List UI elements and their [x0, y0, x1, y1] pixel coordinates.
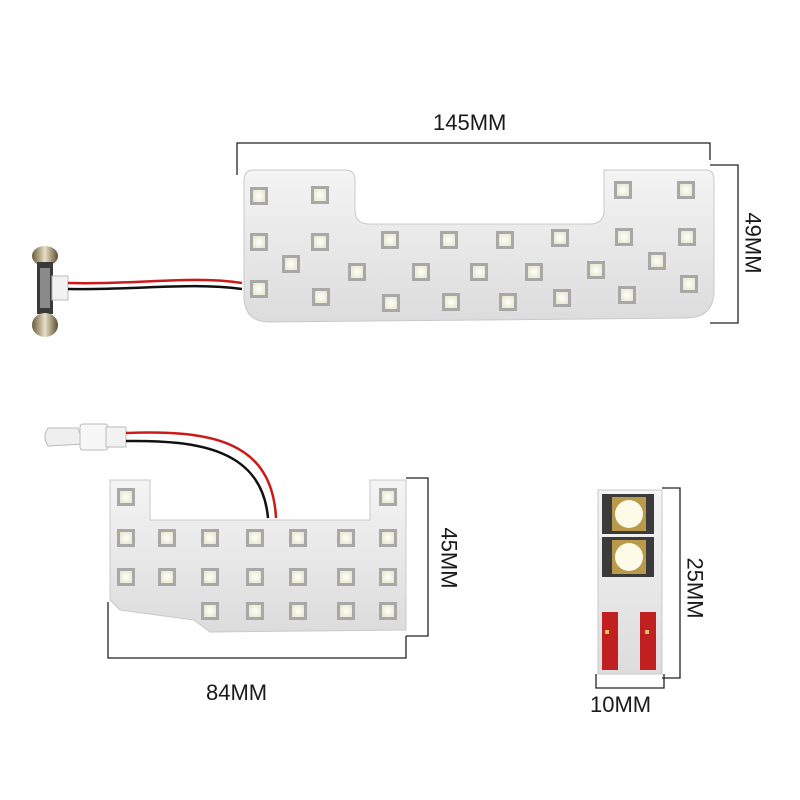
large-led-board: [32, 169, 715, 337]
smd-led-emitter: [120, 532, 132, 544]
smd-led-emitter: [292, 605, 304, 617]
large-board-leds: [250, 181, 698, 312]
smd-led-emitter: [618, 231, 630, 243]
smd-led-emitter: [385, 297, 397, 309]
black-wire: [67, 284, 243, 291]
smd-led-emitter: [382, 605, 394, 617]
large-board-dimension-lines: [236, 142, 739, 324]
smd-led-emitter: [315, 291, 327, 303]
medium-board-leds: [117, 488, 397, 620]
t10-contacts: [602, 612, 656, 670]
smd-led-emitter: [499, 234, 511, 246]
smd-led-emitter: [340, 571, 352, 583]
large-board-pcb: [243, 169, 715, 323]
smd-led-emitter: [415, 266, 427, 278]
smd-led-emitter: [285, 258, 297, 270]
smd-led-emitter: [292, 532, 304, 544]
smd-led-emitter: [680, 184, 692, 196]
smd-led-emitter: [473, 266, 485, 278]
smd-led-emitter: [249, 571, 261, 583]
smd-led-emitter: [204, 532, 216, 544]
smd-led-emitter: [384, 234, 396, 246]
smd-led-emitter: [382, 491, 394, 503]
t10-bulb-board: [597, 489, 663, 675]
t10-leds: [602, 494, 654, 577]
medium-led-board: [44, 423, 407, 633]
medium-board-dimension-lines: [107, 477, 429, 659]
smd-led-emitter: [249, 532, 261, 544]
smd-led-emitter: [204, 571, 216, 583]
smd-led-emitter: [253, 283, 265, 295]
t10-dimension-lines: [595, 487, 681, 689]
smd-led-emitter: [253, 236, 265, 248]
red-wire: [125, 431, 278, 519]
smd-led-emitter: [161, 571, 173, 583]
medium-board-pcb: [109, 479, 407, 633]
smd-led-emitter: [161, 532, 173, 544]
smd-led-emitter: [590, 264, 602, 276]
smd-led-emitter: [340, 532, 352, 544]
smd-led-emitter: [681, 231, 693, 243]
smd-led-emitter: [556, 292, 568, 304]
smd-led-emitter: [528, 266, 540, 278]
smd-led-emitter: [445, 296, 457, 308]
smd-led-emitter: [683, 278, 695, 290]
smd-led-emitter: [292, 571, 304, 583]
smd-led-emitter: [502, 296, 514, 308]
smd-led-emitter: [443, 234, 455, 246]
t10-width-label: 10MM: [590, 692, 652, 717]
smd-led-emitter: [314, 189, 326, 201]
smd-led-emitter: [382, 571, 394, 583]
festoon-bulb-connector: [32, 246, 69, 337]
smd-led-emitter: [249, 605, 261, 617]
smd-led-emitter: [617, 184, 629, 196]
medium-board-width-label: 84MM: [206, 680, 268, 705]
smd-led-emitter: [621, 289, 633, 301]
large-board-width-label: 145MM: [433, 110, 507, 135]
red-wire: [67, 278, 243, 285]
smd-led-emitter: [204, 605, 216, 617]
smd-led-emitter: [120, 491, 132, 503]
smd-led-emitter: [340, 605, 352, 617]
smd-led-emitter: [253, 190, 265, 202]
smd-led-emitter: [651, 255, 663, 267]
large-board-height-label: 49MM: [740, 212, 766, 274]
smd-led-emitter: [382, 532, 394, 544]
smd-led-emitter: [120, 571, 132, 583]
smd-led-emitter: [351, 266, 363, 278]
smd-led-emitter: [314, 236, 326, 248]
t10-height-label: 25MM: [682, 557, 708, 619]
black-wire: [125, 439, 270, 519]
smd-led-emitter: [554, 232, 566, 244]
t10-wedge-connector: [44, 423, 127, 451]
medium-board-height-label: 45MM: [436, 527, 462, 589]
